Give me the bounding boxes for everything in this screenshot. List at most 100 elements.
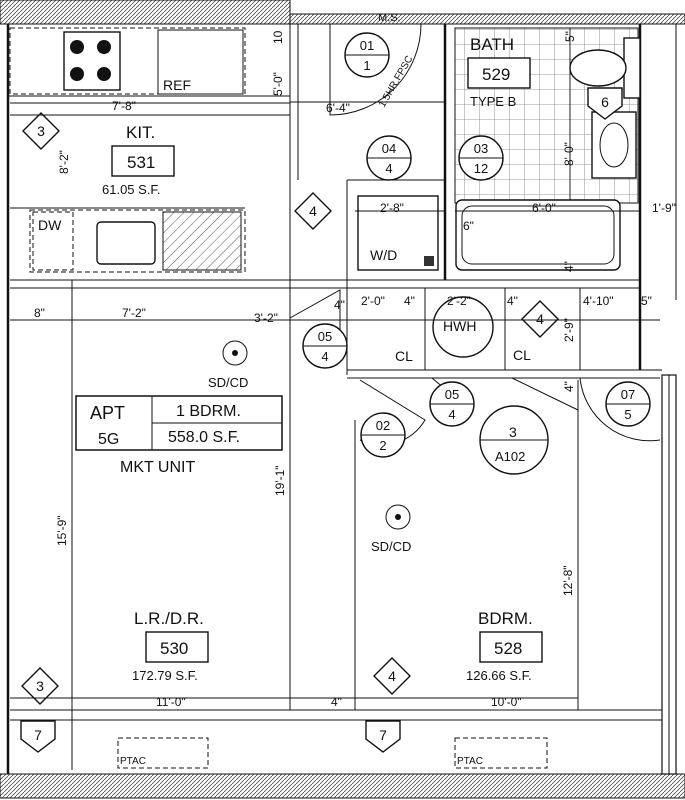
- door-tag-bottom: 2: [379, 438, 386, 453]
- ms-label: M.S.: [378, 12, 401, 24]
- sink: [96, 221, 156, 265]
- section-ref-top: 3: [509, 424, 517, 440]
- smoke-detector-icon: [385, 504, 411, 530]
- smoke-detector-icon: [222, 340, 248, 366]
- smoke-detector-label: SD/CD: [208, 375, 248, 390]
- bdrm-area: 126.66 S.F.: [466, 668, 532, 683]
- lavatory: [591, 111, 637, 179]
- wall-type-tag-label: 3: [37, 123, 45, 139]
- wall-type-tag-label: 4: [309, 203, 317, 219]
- dim-kit-depth: 8'-2": [57, 150, 71, 174]
- dim-v-4a: 4": [562, 261, 576, 272]
- wall-type-tag: 4: [373, 657, 411, 695]
- ptac-unit-left: [117, 737, 209, 769]
- dim-tick-10: 10: [271, 30, 285, 44]
- dim-cl-4b: 4": [404, 294, 415, 308]
- dim-corridor: 6'-4": [326, 101, 350, 115]
- dim-cl-22: 2'-2": [447, 294, 471, 308]
- dim-ref-depth: 5'-0": [271, 72, 285, 96]
- section-ref-bottom: A102: [495, 449, 525, 464]
- wall-type-tag-label: 7: [34, 727, 42, 743]
- toilet: [569, 37, 641, 99]
- bdrm-number-box: [479, 631, 543, 663]
- dimension-lines: [10, 28, 660, 700]
- apt-area: 558.0 S.F.: [168, 429, 240, 446]
- closet-label: CL: [513, 347, 531, 363]
- bath-number-box: [467, 57, 531, 89]
- apartment-tag: [75, 395, 283, 451]
- hwh-label: HWH: [443, 318, 476, 334]
- door-tag-bottom: 12: [474, 161, 488, 176]
- door-tag: 022: [360, 412, 406, 458]
- closet-label: CL: [395, 348, 413, 364]
- dim-left-8: 8": [34, 306, 45, 320]
- dim-cl-410: 4'-10": [583, 294, 614, 308]
- bdrm-name: BDRM.: [478, 609, 533, 628]
- dim-h-191: 19'-1": [273, 465, 287, 496]
- dim-cl-4a: 4": [334, 298, 345, 312]
- dim-cl-20: 2'-0": [361, 294, 385, 308]
- door-tag-top: 01: [360, 38, 374, 53]
- bath-type: TYPE B: [470, 94, 516, 109]
- bath-number: 529: [482, 65, 510, 84]
- dim-w-110: 11'-0": [156, 695, 186, 709]
- section-reference-marker: [479, 405, 549, 475]
- dim-bath-5: 5": [563, 31, 577, 42]
- dim-kit-width: 7'-8": [112, 99, 136, 113]
- bathtub: [455, 199, 621, 271]
- dim-v-29: 2'-9": [562, 318, 576, 342]
- dim-w-4: 4": [331, 695, 342, 709]
- door-tag: 011: [344, 32, 390, 78]
- ref-label: REF: [163, 77, 191, 93]
- wd-label: W/D: [370, 247, 397, 263]
- wall-type-tag: 3: [22, 112, 60, 150]
- wall-type-tag-label: 6: [601, 94, 609, 110]
- unit-note: MKT UNIT: [120, 459, 195, 476]
- wall-type-tag: 3: [21, 667, 59, 705]
- ptac-label: PTAC: [457, 756, 483, 767]
- door-tag: 054: [429, 381, 475, 427]
- wall-type-tag: 6: [587, 87, 623, 120]
- cabinet-line: [9, 27, 246, 95]
- wall-type-tag-label: 4: [536, 311, 544, 327]
- wd-drain: [424, 256, 434, 266]
- door-tag-top: 07: [621, 387, 635, 402]
- ptac-label: PTAC: [120, 756, 146, 767]
- dishwasher-box: [32, 211, 74, 271]
- door-tag: 054: [302, 323, 348, 369]
- door-tag-top: 05: [445, 387, 459, 402]
- dim-bath-80: 8'-0": [562, 142, 576, 166]
- door-tag-top: 02: [376, 418, 390, 433]
- hatched-counter: [162, 211, 242, 271]
- kit-area: 61.05 S.F.: [102, 182, 161, 197]
- door-tag-bottom: 4: [385, 161, 392, 176]
- door-tag-bottom: 5: [624, 407, 631, 422]
- ptac-unit-right: [454, 737, 548, 769]
- bath-name: BATH: [470, 35, 514, 54]
- dw-label: DW: [38, 217, 62, 233]
- lrdr-name: L.R./D.R.: [134, 609, 204, 628]
- stove: [63, 31, 121, 91]
- lrdr-number: 530: [160, 639, 188, 658]
- dim-v-4b: 4": [562, 381, 576, 392]
- door-tag-bottom: 1: [363, 58, 370, 73]
- dim-h-128: 12'-8": [561, 565, 575, 596]
- wall-type-tag: 7: [365, 720, 401, 753]
- apt-type: 1 BDRM.: [176, 403, 241, 420]
- dim-32: 3'-2": [254, 311, 278, 325]
- dim-wd-28: 2'-8": [380, 201, 404, 215]
- door-tag-top: 03: [474, 141, 488, 156]
- dim-tub-60: 6'-0": [532, 201, 556, 215]
- lrdr-number-box: [145, 631, 209, 663]
- smoke-detector-label: SD/CD: [371, 539, 411, 554]
- bathtub-inner: [461, 205, 615, 265]
- wall-type-tag: 7: [20, 720, 56, 753]
- door-tag-top: 04: [382, 141, 396, 156]
- door-tag-bottom: 4: [321, 349, 328, 364]
- door-tag-top: 05: [318, 329, 332, 344]
- kit-number-box: [111, 145, 175, 177]
- dim-left-72: 7'-2": [122, 306, 146, 320]
